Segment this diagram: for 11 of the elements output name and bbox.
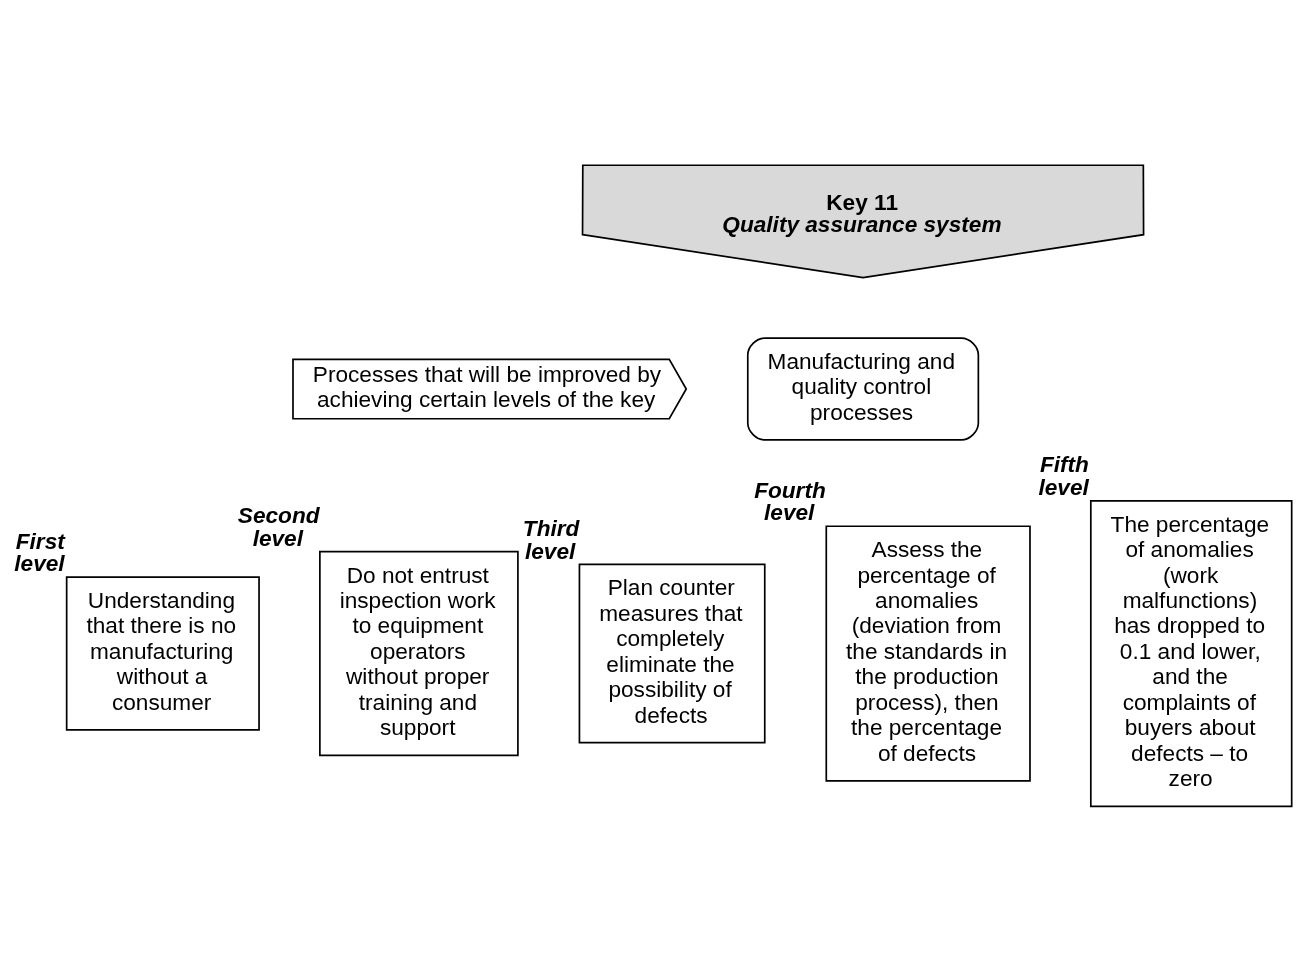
node-label: Third level (522, 515, 580, 564)
node-box: Understanding that there is no manufacturing without a consumer (65, 576, 260, 731)
node-box: The percentage of anomalies (work malfunctions) has dropped to 0.1 and lower, and the complaints of buyers about defects – to zero (1089, 499, 1293, 808)
node-label: First level (14, 528, 65, 577)
node-label: Fifth level (1038, 452, 1089, 500)
node-box: Do not entrust inspection work to equipment operators without proper training and support (319, 550, 519, 757)
node-label: Fourth level (754, 477, 826, 526)
node-box: Assess the percentage of anomalies (deviation from the standards in the production process), then the percentage of defects (825, 525, 1031, 782)
node-box: Manufacturing and quality control processes (746, 337, 980, 441)
node-label: Second level (237, 503, 320, 551)
node-box: Plan counter measures that completely eliminate the possibility of defects (578, 563, 766, 744)
